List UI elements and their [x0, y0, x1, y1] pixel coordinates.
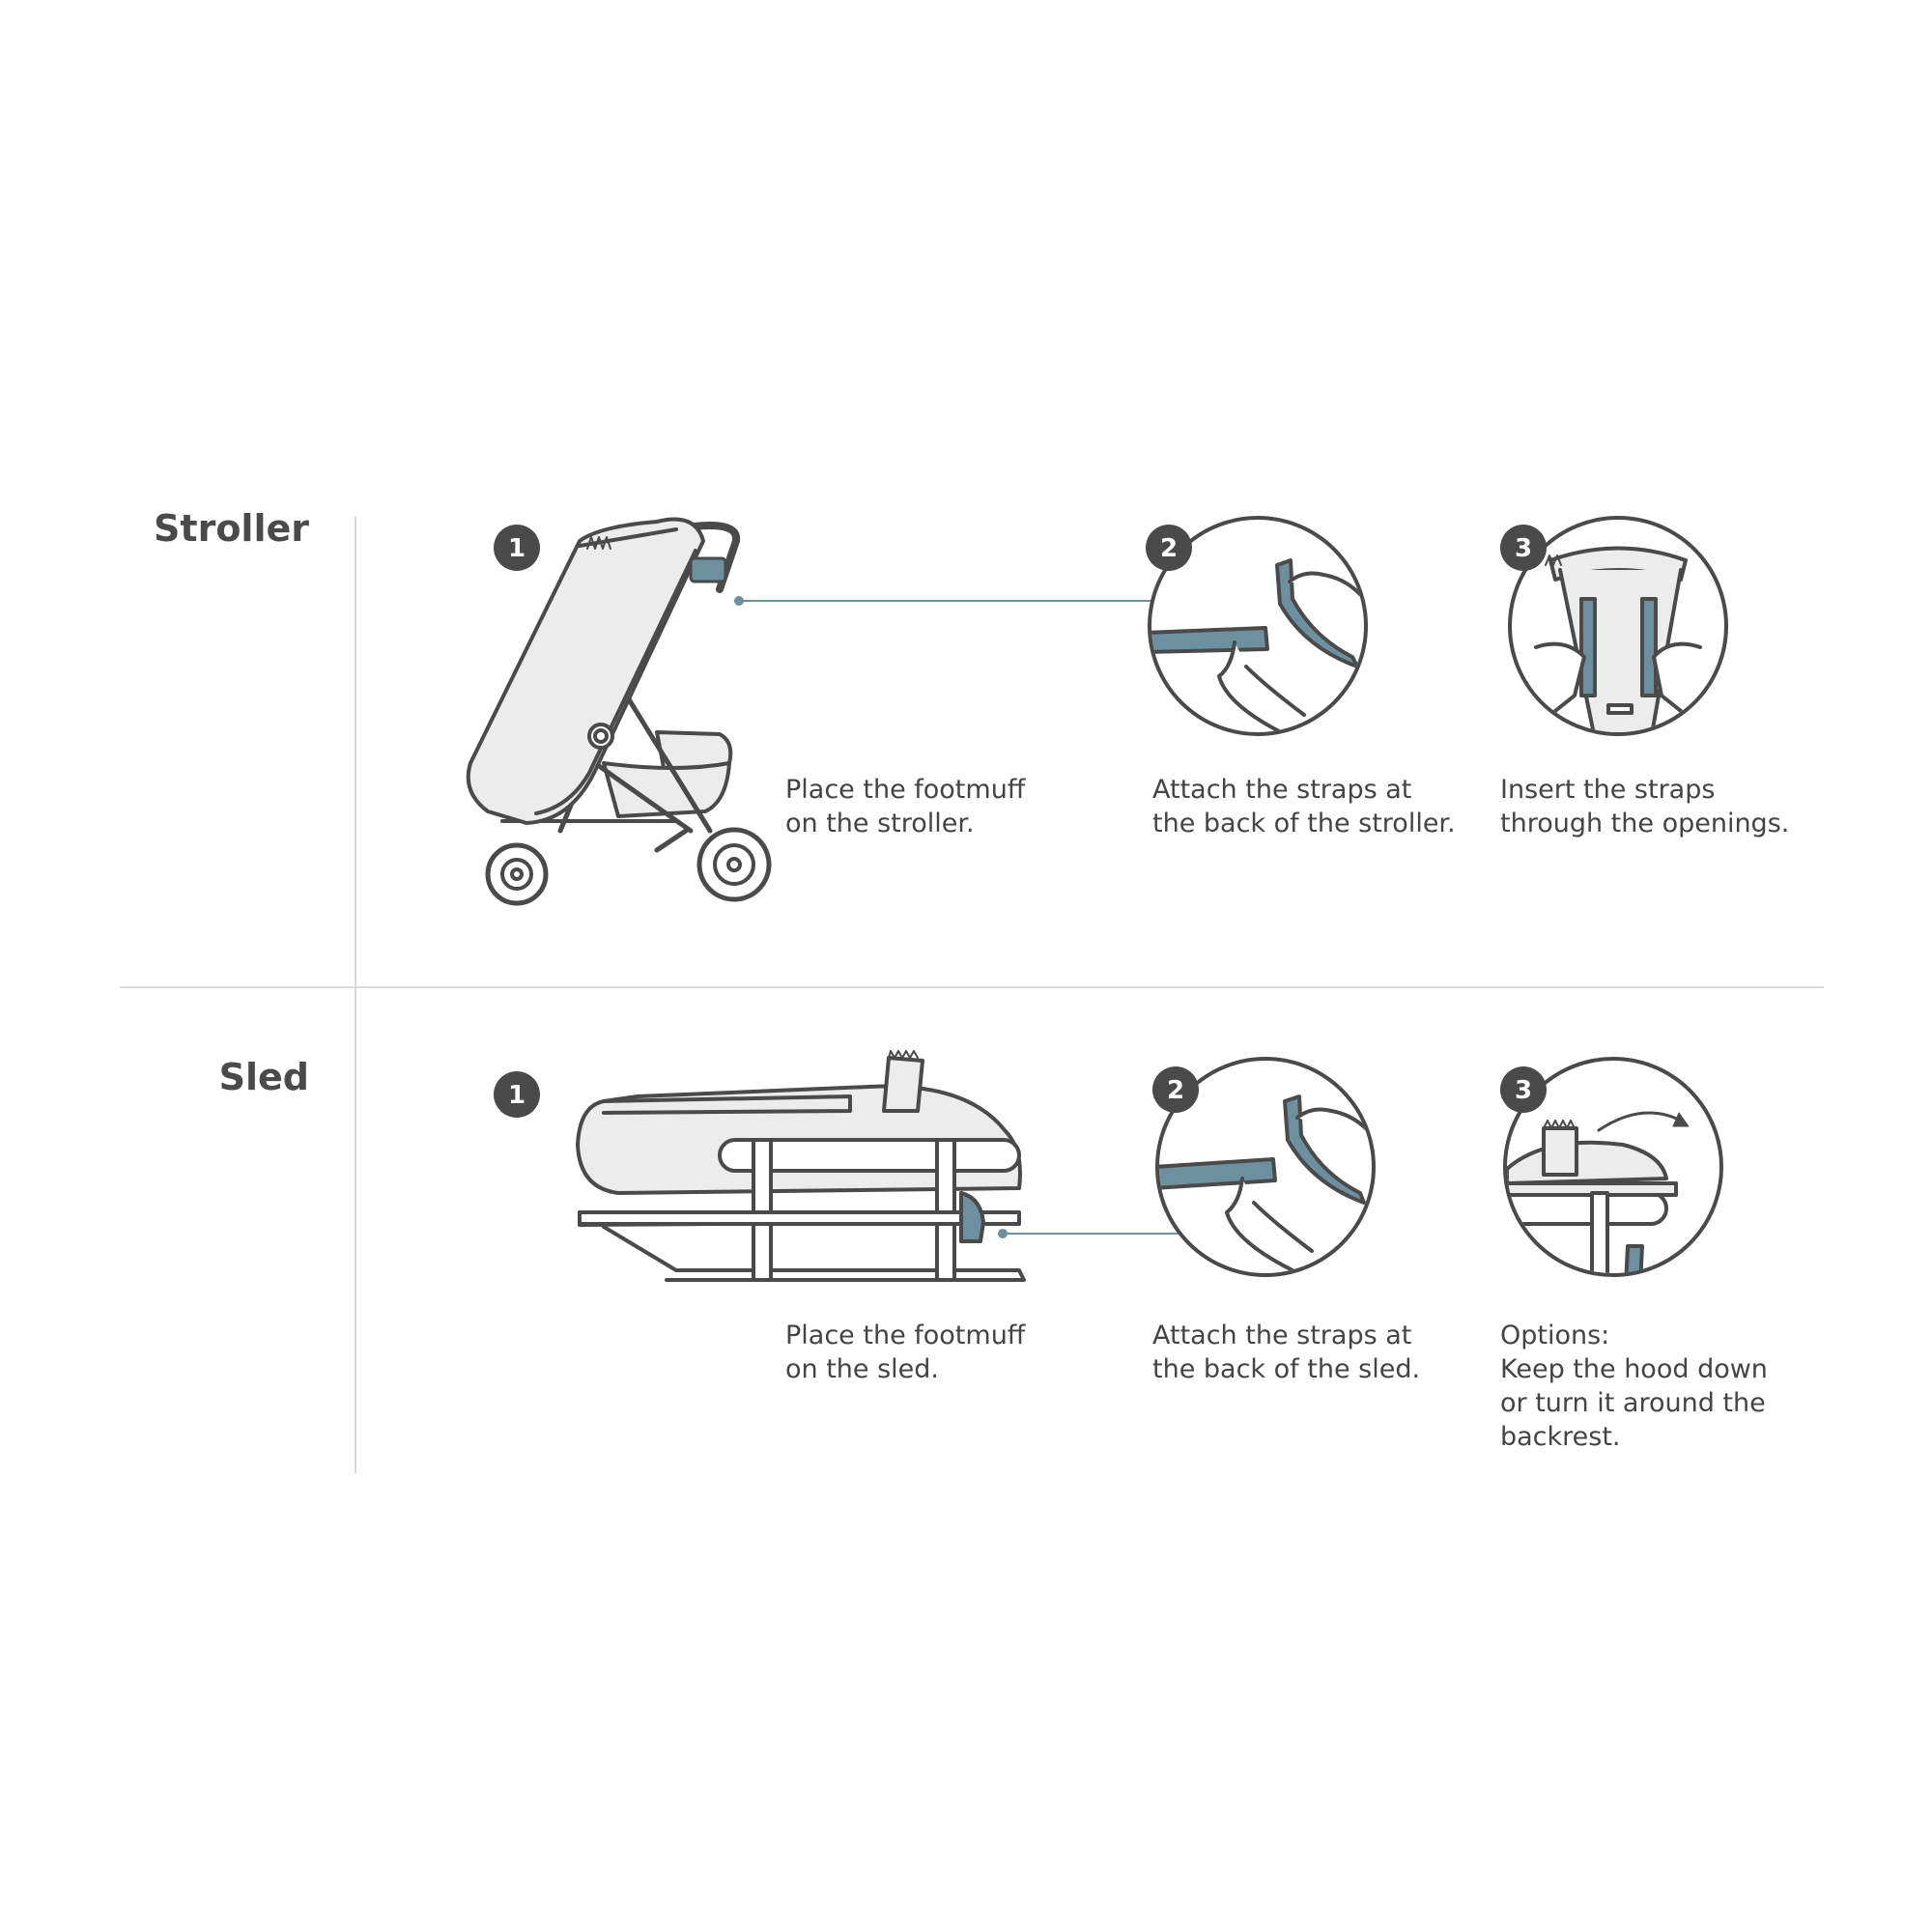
sled-step2-badge — [1152, 1066, 1199, 1113]
stroller-step2-illustration — [1148, 516, 1368, 736]
badge-numbers: 1 2 3 1 2 3 — [508, 534, 1532, 1110]
stroller-illustration — [466, 517, 772, 906]
sled-step1-caption: Place the footmuff on the sled. — [785, 1321, 1026, 1384]
sled-step3-badge — [1500, 1066, 1547, 1113]
sled-step2-illustration — [1155, 1057, 1376, 1277]
stroller-step3-badge — [1500, 525, 1547, 571]
horizontal-divider — [120, 986, 1824, 988]
sled-step2-number: 2 — [1167, 1076, 1184, 1105]
sled-step3-caption: Options: Keep the hood down or turn it a… — [1500, 1321, 1768, 1452]
section-label-sled: Sled — [218, 1056, 309, 1098]
sled-step2-caption: Attach the straps at the back of the sle… — [1152, 1321, 1421, 1384]
stroller-step1-badge — [494, 525, 540, 571]
stroller-step1-number: 1 — [508, 534, 526, 563]
badges — [494, 525, 1547, 1118]
stroller-step1-caption: Place the footmuff on the stroller. — [785, 775, 1026, 838]
stroller-step2-number: 2 — [1160, 534, 1178, 563]
sled-step1-number: 1 — [508, 1081, 526, 1110]
stroller-step3-caption: Insert the straps through the openings. — [1500, 775, 1790, 838]
sled-illustration — [576, 1050, 1026, 1282]
stroller-step3-number: 3 — [1515, 534, 1532, 563]
section-label-stroller: Stroller — [154, 507, 309, 550]
stroller-step2-badge — [1146, 525, 1192, 571]
sled-step3-illustration — [1503, 1057, 1723, 1277]
vertical-divider — [355, 517, 356, 1473]
stroller-step2-caption: Attach the straps at the back of the str… — [1152, 775, 1456, 838]
sled-step1-badge — [494, 1071, 540, 1118]
sled-step3-number: 3 — [1515, 1076, 1532, 1105]
